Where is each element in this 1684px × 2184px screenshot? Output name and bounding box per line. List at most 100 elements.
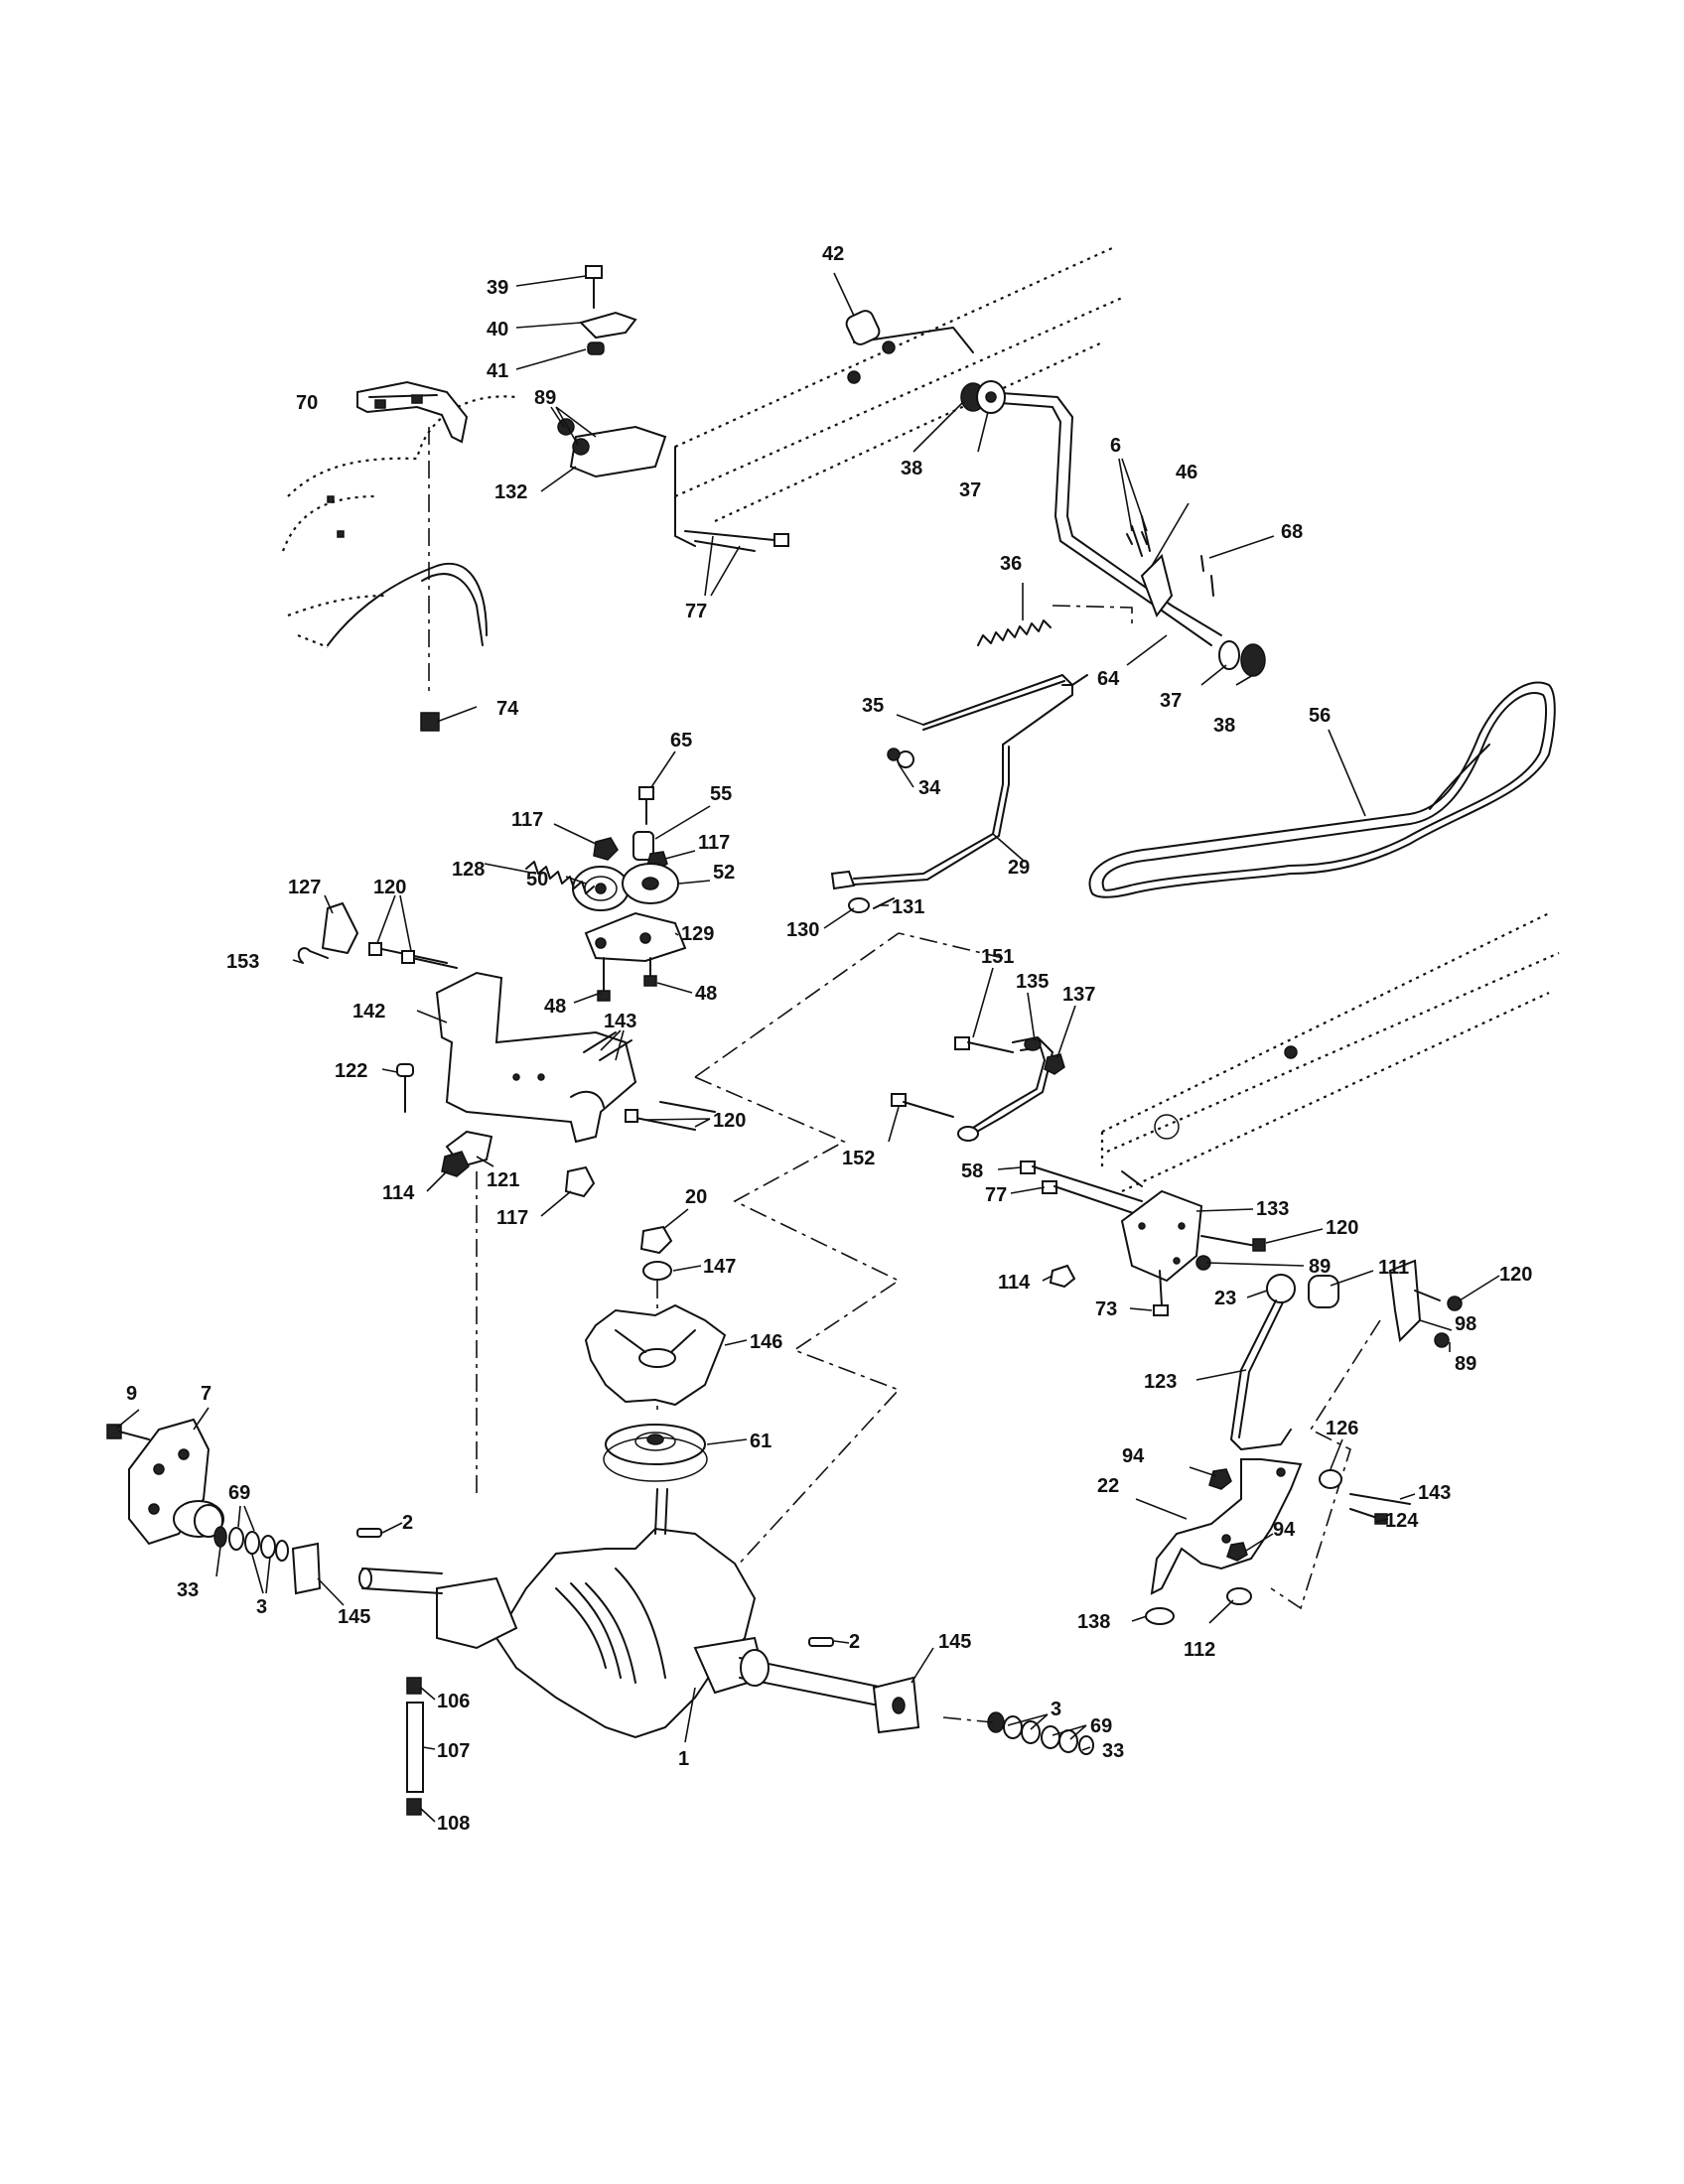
label-40: 40 bbox=[487, 319, 508, 341]
label-120b: 120 bbox=[713, 1110, 746, 1132]
part-73-bolt bbox=[1153, 1270, 1169, 1316]
label-120a: 120 bbox=[373, 877, 406, 898]
part-9-bolt bbox=[106, 1424, 150, 1440]
part-129-arm bbox=[584, 911, 687, 963]
label-142: 142 bbox=[352, 1001, 385, 1023]
part-22-arm bbox=[1150, 1458, 1303, 1595]
label-1: 1 bbox=[678, 1748, 689, 1770]
label-69b: 69 bbox=[1090, 1715, 1112, 1737]
label-111: 111 bbox=[1378, 1257, 1409, 1279]
label-7: 7 bbox=[201, 1383, 211, 1405]
label-147: 147 bbox=[703, 1256, 736, 1278]
label-77b: 77 bbox=[985, 1184, 1007, 1206]
part-64-cross-shaft bbox=[960, 380, 1266, 677]
part-120-bolts-mid bbox=[625, 1101, 716, 1131]
part-right-washers bbox=[942, 1711, 1094, 1755]
label-114b: 114 bbox=[998, 1272, 1031, 1294]
label-89: 89 bbox=[534, 387, 556, 409]
fender-body bbox=[281, 395, 517, 649]
guide-lever bbox=[1270, 1319, 1381, 1610]
part-117-nut-lower bbox=[564, 1165, 596, 1198]
part-111-sleeve bbox=[1308, 1275, 1339, 1308]
part-labels: 39 40 41 70 89 132 77 74 42 38 37 6 46 6… bbox=[126, 243, 1532, 1835]
label-55: 55 bbox=[710, 783, 732, 805]
part-36-spring bbox=[977, 619, 1052, 646]
part-132-bracket bbox=[557, 418, 789, 552]
label-126: 126 bbox=[1326, 1418, 1358, 1439]
label-137: 137 bbox=[1062, 984, 1095, 1006]
label-3a: 3 bbox=[256, 1596, 267, 1618]
part-123-lever bbox=[1230, 1299, 1292, 1450]
part-74-bolt bbox=[420, 712, 440, 732]
part-135-link bbox=[957, 1036, 1053, 1142]
part-98-bracket bbox=[1388, 1259, 1441, 1343]
part-146-fan bbox=[584, 1303, 727, 1407]
label-74: 74 bbox=[496, 698, 519, 720]
label-37: 37 bbox=[959, 479, 981, 501]
part-120-89-hardware bbox=[1434, 1296, 1463, 1348]
label-152: 152 bbox=[842, 1148, 875, 1169]
label-117a: 117 bbox=[511, 809, 543, 831]
part-127-bracket bbox=[322, 902, 358, 954]
part-35-rod bbox=[897, 674, 1088, 768]
part-133-plate bbox=[1120, 1189, 1203, 1283]
label-38: 38 bbox=[901, 458, 922, 479]
label-120d: 120 bbox=[1499, 1264, 1532, 1286]
label-42: 42 bbox=[822, 243, 844, 265]
part-138-washer bbox=[1145, 1607, 1175, 1625]
label-108: 108 bbox=[437, 1813, 470, 1835]
part-128-spring bbox=[525, 861, 595, 894]
part-20-nut bbox=[639, 1225, 673, 1255]
label-48a: 48 bbox=[544, 996, 566, 1018]
label-29: 29 bbox=[1008, 857, 1030, 879]
label-122: 122 bbox=[335, 1060, 367, 1082]
label-39: 39 bbox=[487, 277, 508, 299]
label-56: 56 bbox=[1309, 705, 1331, 727]
label-33a: 33 bbox=[177, 1579, 199, 1601]
part-axle-left bbox=[358, 1568, 443, 1594]
label-143a: 143 bbox=[604, 1011, 636, 1032]
label-132: 132 bbox=[494, 481, 527, 503]
part-7-hub bbox=[128, 1418, 224, 1546]
part-70-cover bbox=[356, 380, 469, 444]
label-34: 34 bbox=[918, 777, 941, 799]
part-42-bushing bbox=[845, 310, 881, 345]
part-151-bolt bbox=[954, 1036, 1014, 1053]
label-73: 73 bbox=[1095, 1298, 1117, 1320]
part-23-knob bbox=[1266, 1274, 1296, 1303]
part-114-nut-right bbox=[1049, 1264, 1076, 1289]
part-2-keys bbox=[356, 1528, 834, 1647]
label-48b: 48 bbox=[695, 983, 717, 1005]
part-56-belt bbox=[1088, 681, 1556, 898]
part-61-pulley bbox=[603, 1424, 708, 1482]
label-37b: 37 bbox=[1160, 690, 1182, 712]
part-axle-right bbox=[739, 1649, 885, 1706]
part-152-bolt bbox=[891, 1093, 954, 1118]
label-46: 46 bbox=[1176, 462, 1197, 483]
label-128: 128 bbox=[452, 859, 485, 881]
label-20: 20 bbox=[685, 1186, 707, 1208]
label-131: 131 bbox=[892, 896, 924, 918]
part-55-spacer bbox=[632, 831, 654, 861]
part-143-124-bolts bbox=[1349, 1493, 1411, 1525]
label-94b: 94 bbox=[1273, 1519, 1296, 1541]
label-117c: 117 bbox=[496, 1207, 528, 1229]
label-6: 6 bbox=[1110, 435, 1121, 457]
label-38b: 38 bbox=[1213, 715, 1235, 737]
label-127: 127 bbox=[288, 877, 321, 898]
part-114-nut-left bbox=[441, 1151, 470, 1177]
part-142-bracket bbox=[435, 971, 637, 1144]
label-146: 146 bbox=[750, 1331, 782, 1353]
part-left-washers bbox=[213, 1526, 289, 1562]
label-123: 123 bbox=[1144, 1371, 1177, 1393]
label-129: 129 bbox=[681, 923, 714, 945]
label-135: 135 bbox=[1016, 971, 1049, 993]
part-143-bolts-upper bbox=[583, 1031, 632, 1061]
label-89c: 89 bbox=[1455, 1353, 1476, 1375]
label-120c: 120 bbox=[1326, 1217, 1358, 1239]
label-106: 106 bbox=[437, 1691, 470, 1712]
part-48-bolts bbox=[597, 957, 657, 1002]
label-70: 70 bbox=[296, 392, 318, 414]
label-52: 52 bbox=[713, 862, 735, 884]
